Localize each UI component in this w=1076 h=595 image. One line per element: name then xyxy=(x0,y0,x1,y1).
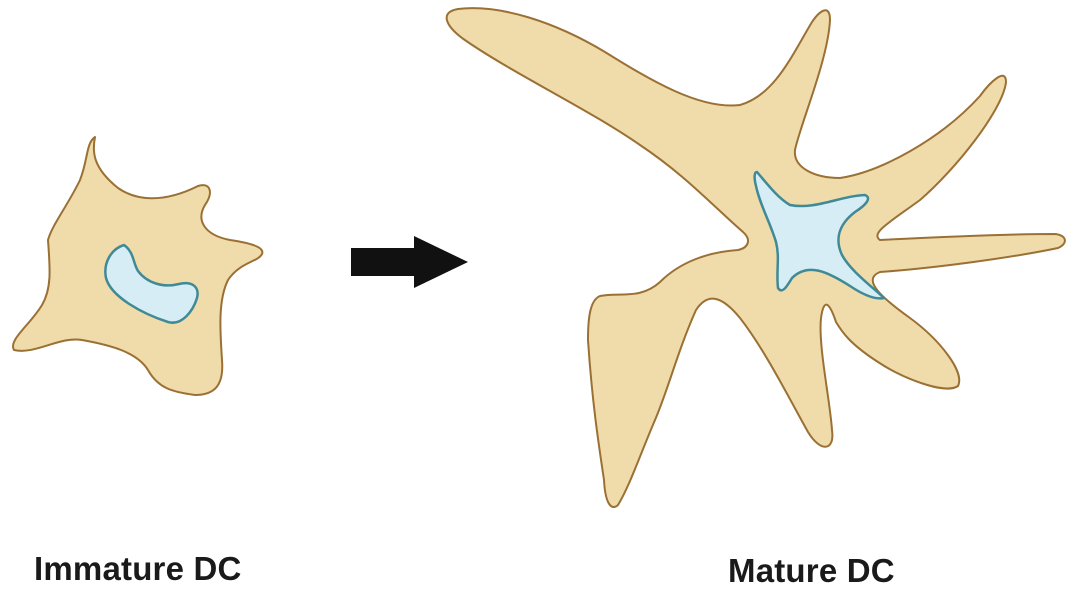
immature-dc-label: Immature DC xyxy=(34,550,242,588)
immature-dc xyxy=(13,137,262,395)
right-arrow-icon xyxy=(351,236,468,288)
mature-dc-cell-body xyxy=(447,8,1065,507)
transition-arrow xyxy=(351,236,468,288)
mature-dc-label: Mature DC xyxy=(728,552,895,590)
mature-dc xyxy=(447,8,1065,507)
immature-dc-cell-body xyxy=(13,137,262,395)
